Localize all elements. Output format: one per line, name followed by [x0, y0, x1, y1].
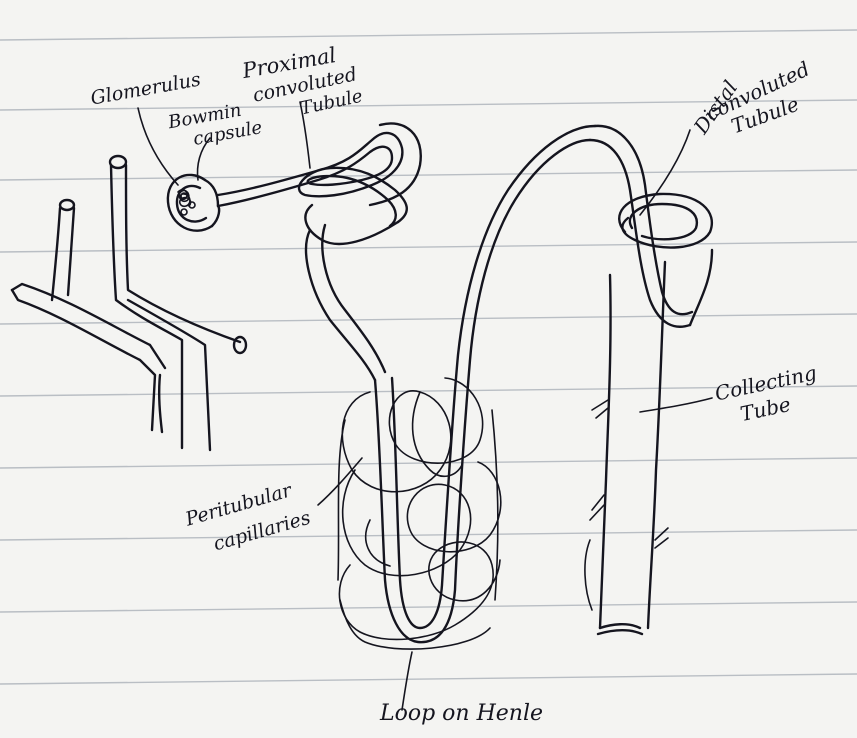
leader-collecting	[640, 398, 712, 412]
collecting-tube	[585, 262, 668, 634]
label-loop-of-henle: Loop on Henle	[380, 703, 543, 725]
distal-convoluted-tubule	[619, 194, 712, 325]
ruled-lines	[0, 30, 857, 684]
glomerulus	[178, 190, 195, 215]
loop-of-henle	[375, 126, 692, 642]
renal-blood-vessels	[12, 156, 246, 450]
proximal-convoluted-tubule	[218, 123, 421, 380]
